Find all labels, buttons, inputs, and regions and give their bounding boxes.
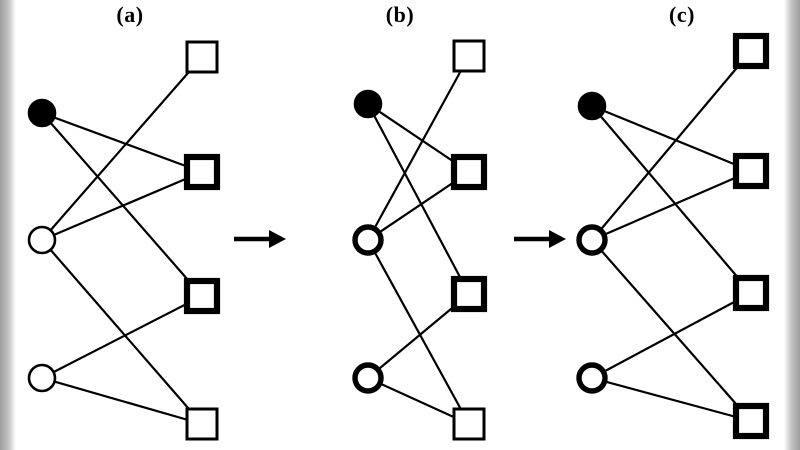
circle-node (352, 362, 384, 394)
circle-node (576, 224, 608, 256)
square-node (450, 153, 488, 191)
circle-node (27, 225, 57, 255)
edge-line (591, 105, 752, 294)
square-node (732, 274, 770, 312)
edge-line (591, 292, 752, 379)
edge-line (41, 111, 203, 174)
edge-line (591, 104, 752, 173)
square-node (185, 40, 219, 74)
panel-label-b: (b) (385, 2, 415, 27)
edge-line (367, 55, 470, 241)
right-arrow-icon (549, 230, 566, 248)
square-node (183, 153, 221, 191)
square-node (732, 402, 770, 440)
edge-line (591, 376, 752, 423)
square-node (732, 32, 770, 70)
edge-line (367, 376, 470, 426)
square-node (452, 407, 486, 441)
square-node (450, 275, 488, 313)
circle-node (353, 89, 383, 119)
square-node (732, 152, 770, 190)
edge-line (41, 112, 203, 297)
circle-node (352, 224, 384, 256)
right-arrow-icon (269, 230, 286, 248)
circle-node (577, 91, 607, 121)
square-node (185, 407, 219, 441)
edge-line (591, 50, 752, 241)
edge-line (41, 56, 203, 241)
square-node (452, 39, 486, 73)
edge-line (41, 376, 203, 426)
panel-label-a: (a) (116, 2, 144, 27)
circle-node (576, 362, 608, 394)
edge-line (367, 239, 470, 425)
circle-node (27, 98, 57, 128)
edge-line (41, 295, 203, 379)
square-node (183, 277, 221, 315)
edge-line (591, 239, 752, 422)
panel-label-c: (c) (669, 2, 695, 27)
circle-node (27, 363, 57, 393)
edge-line (41, 170, 203, 242)
edge-line (367, 103, 470, 295)
edge-line (41, 239, 203, 425)
edge-line (591, 169, 752, 242)
